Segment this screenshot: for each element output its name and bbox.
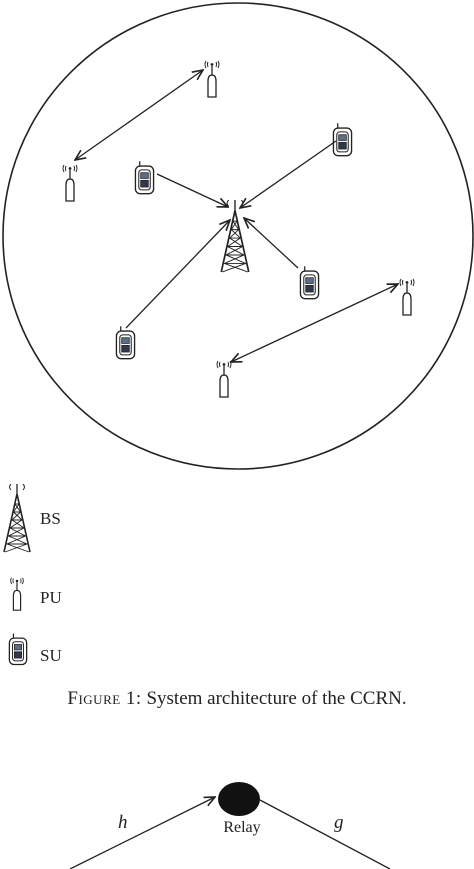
legend-pu-label: PU	[40, 588, 62, 607]
pu-right-icon	[399, 278, 415, 316]
link-h-label: h	[118, 812, 128, 833]
su-bs-link-3	[244, 218, 299, 269]
figure-caption: Figure 1: System architecture of the CCR…	[0, 688, 474, 710]
legend-su-icon	[8, 632, 28, 666]
link-h	[69, 797, 215, 869]
su-top-right-icon	[332, 122, 353, 157]
link-g	[259, 799, 391, 869]
pu-link-lower	[231, 284, 398, 362]
pu-left-icon	[62, 164, 78, 202]
pu-bottom-icon	[216, 360, 232, 398]
pu-top-icon	[204, 60, 220, 98]
coverage-area-circle	[2, 2, 474, 470]
su-left-icon	[134, 160, 155, 195]
bs-tower-icon	[220, 200, 250, 273]
su-bs-link-4	[125, 220, 230, 329]
legend-pu-icon	[10, 577, 24, 611]
caption-text: System architecture of the CCRN.	[141, 688, 407, 709]
relay-node	[218, 782, 260, 816]
su-bottom-left-icon	[115, 325, 136, 360]
legend-bs-icon	[3, 484, 31, 553]
su-bs-link-2	[240, 140, 337, 208]
link-g-label: g	[334, 812, 344, 833]
pu-link-upper	[75, 70, 203, 160]
su-right-icon	[299, 265, 320, 300]
relay-label: Relay	[223, 819, 261, 836]
legend-su-label: SU	[40, 646, 62, 665]
caption-prefix: Figure 1:	[67, 688, 142, 709]
su-bs-link-1	[156, 173, 228, 207]
legend-bs-label: BS	[40, 509, 61, 528]
